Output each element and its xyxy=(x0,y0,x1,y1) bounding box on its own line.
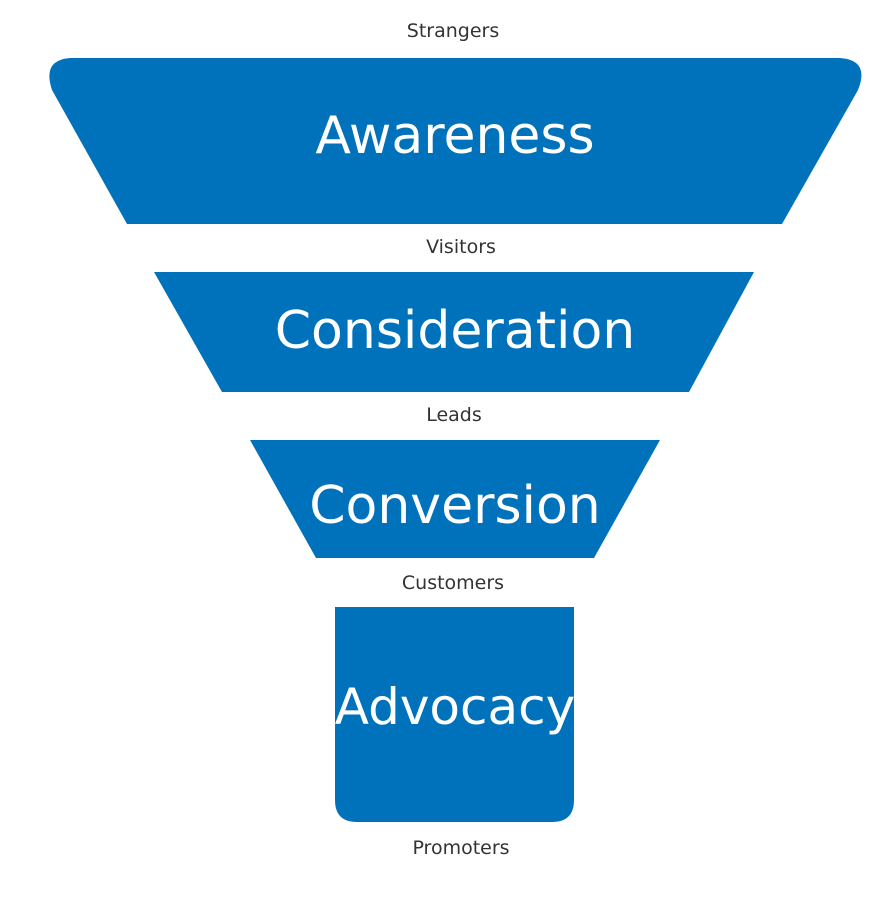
label-customers: Customers xyxy=(401,572,505,594)
label-visitors: Visitors xyxy=(426,236,496,258)
label-promoters: Promoters xyxy=(412,837,510,859)
stage-title-consideration: Consideration xyxy=(274,301,636,361)
advocacy-shape xyxy=(335,607,574,822)
label-strangers: Strangers xyxy=(406,20,500,42)
awareness-shape xyxy=(49,58,862,224)
conversion-shape xyxy=(250,440,660,558)
stage-title-awareness: Awareness xyxy=(315,106,595,166)
stage-title-conversion: Conversion xyxy=(309,476,601,536)
consideration-shape xyxy=(154,272,754,392)
stage-title-advocacy: Advocacy xyxy=(334,678,576,736)
label-leads: Leads xyxy=(426,404,482,426)
